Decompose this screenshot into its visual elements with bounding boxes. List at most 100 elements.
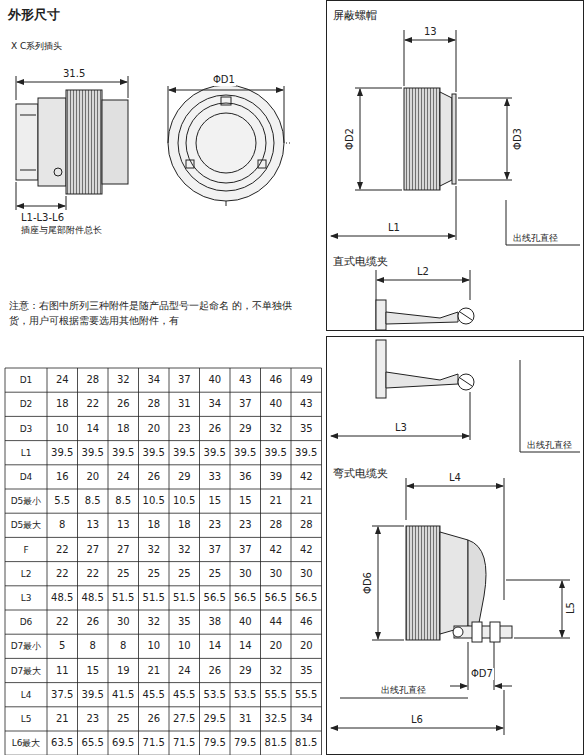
- table-cell: 45.5: [139, 689, 170, 701]
- table-cell: 8: [108, 640, 139, 652]
- table-cell: 18: [139, 519, 170, 531]
- table-cell: 26: [200, 423, 231, 435]
- table-cell: 15: [200, 495, 231, 507]
- table-cell: 23: [169, 423, 200, 435]
- table-row-header: L1: [5, 447, 47, 459]
- table-cell: 51.5: [169, 592, 200, 604]
- table-cell: 28: [291, 519, 322, 531]
- dimension-label: ΦD7: [470, 668, 494, 680]
- dimension-label: L1-L3-L6: [20, 212, 65, 224]
- table-cell: 42: [291, 471, 322, 483]
- table-cell: 34: [291, 713, 322, 725]
- table-cell: 38: [200, 616, 231, 628]
- table-cell: 42: [291, 544, 322, 556]
- table-rule: [5, 561, 322, 562]
- table-cell: 56.5: [291, 592, 322, 604]
- table-cell: 21: [139, 665, 170, 677]
- table-cell: 35: [169, 616, 200, 628]
- table-cell: 15: [230, 495, 261, 507]
- table-cell: 32: [261, 423, 292, 435]
- table-cell: 43: [291, 398, 322, 410]
- table-cell: 34: [139, 374, 170, 386]
- table-row-header: L2: [5, 568, 47, 580]
- table-cell: 63.5: [47, 737, 78, 749]
- dimension-label: 直式电缆夹: [332, 256, 389, 268]
- table-cell: 32: [108, 374, 139, 386]
- table-cell: 8: [47, 519, 78, 531]
- table-rule: [5, 464, 322, 465]
- table-cell: 55.5: [261, 689, 292, 701]
- dimension-label: 插座与尾部附件总长: [20, 224, 103, 236]
- table-rule: [291, 368, 292, 755]
- table-cell: 25: [169, 568, 200, 580]
- table-cell: 24: [169, 665, 200, 677]
- title: 外形尺寸: [8, 6, 60, 24]
- table-cell: 23: [78, 713, 109, 725]
- table-cell: 24: [108, 471, 139, 483]
- table-cell: 19: [108, 665, 139, 677]
- table-cell: 22: [47, 616, 78, 628]
- table-cell: 23: [230, 519, 261, 531]
- table-cell: 25: [108, 568, 139, 580]
- dimension-label: L1: [387, 222, 401, 234]
- dimension-label: 屏蔽螺帽: [332, 10, 378, 22]
- table-cell: 21: [261, 495, 292, 507]
- table-cell: 20: [78, 471, 109, 483]
- table-cell: 23: [200, 519, 231, 531]
- dimension-label: 出线孔直径: [512, 232, 559, 244]
- table-row-header: D5最小: [5, 495, 47, 507]
- table-rule: [77, 368, 78, 755]
- table-cell: 39.5: [261, 447, 292, 459]
- table-rule: [5, 658, 322, 659]
- table-cell: 21: [291, 495, 322, 507]
- table-cell: 39.5: [139, 447, 170, 459]
- table-cell: 53.5: [200, 689, 231, 701]
- table-cell: 22: [47, 568, 78, 580]
- table-cell: 25: [139, 568, 170, 580]
- table-cell: 29.5: [200, 713, 231, 725]
- dimension-label: X C系列插头: [10, 40, 63, 52]
- table-cell: 39.5: [78, 689, 109, 701]
- table-cell: 37.5: [47, 689, 78, 701]
- table-row-header: D1: [5, 374, 47, 386]
- table-cell: 51.5: [139, 592, 170, 604]
- table-rule: [108, 368, 109, 755]
- dimension-label: L6: [410, 714, 424, 726]
- table-cell: 22: [47, 544, 78, 556]
- table-rule: [5, 440, 322, 441]
- table-cell: 37: [230, 398, 261, 410]
- table-rule: [5, 537, 322, 538]
- table-cell: 34: [200, 398, 231, 410]
- dimension-label: L4: [448, 472, 462, 484]
- table-row-header: D4: [5, 471, 47, 483]
- table-cell: 33: [200, 471, 231, 483]
- table-row-header: D7最大: [5, 665, 47, 677]
- table-rule: [5, 610, 322, 611]
- table-cell: 10.5: [139, 495, 170, 507]
- table-cell: 22: [78, 398, 109, 410]
- table-cell: 30: [108, 616, 139, 628]
- table-cell: 24: [47, 374, 78, 386]
- table-cell: 53.5: [230, 689, 261, 701]
- table-cell: 25: [108, 713, 139, 725]
- table-cell: 18: [169, 519, 200, 531]
- table-cell: 8.5: [108, 495, 139, 507]
- table-cell: 46: [261, 374, 292, 386]
- table-cell: 29: [169, 471, 200, 483]
- table-row-header: L6最大: [5, 737, 47, 749]
- table-cell: 45.5: [169, 689, 200, 701]
- table-cell: 32: [169, 544, 200, 556]
- table-cell: 25: [200, 568, 231, 580]
- table-cell: 26: [139, 471, 170, 483]
- table-cell: 43: [230, 374, 261, 386]
- table-cell: 14: [78, 423, 109, 435]
- table-cell: 31: [230, 713, 261, 725]
- table-cell: 39.5: [291, 447, 322, 459]
- table-row-header: L4: [5, 689, 47, 701]
- table-rule: [138, 368, 139, 755]
- table-row-header: D3: [5, 423, 47, 435]
- table-cell: 20: [139, 423, 170, 435]
- table-cell: 81.5: [291, 737, 322, 749]
- table-cell: 71.5: [139, 737, 170, 749]
- table-cell: 37: [200, 544, 231, 556]
